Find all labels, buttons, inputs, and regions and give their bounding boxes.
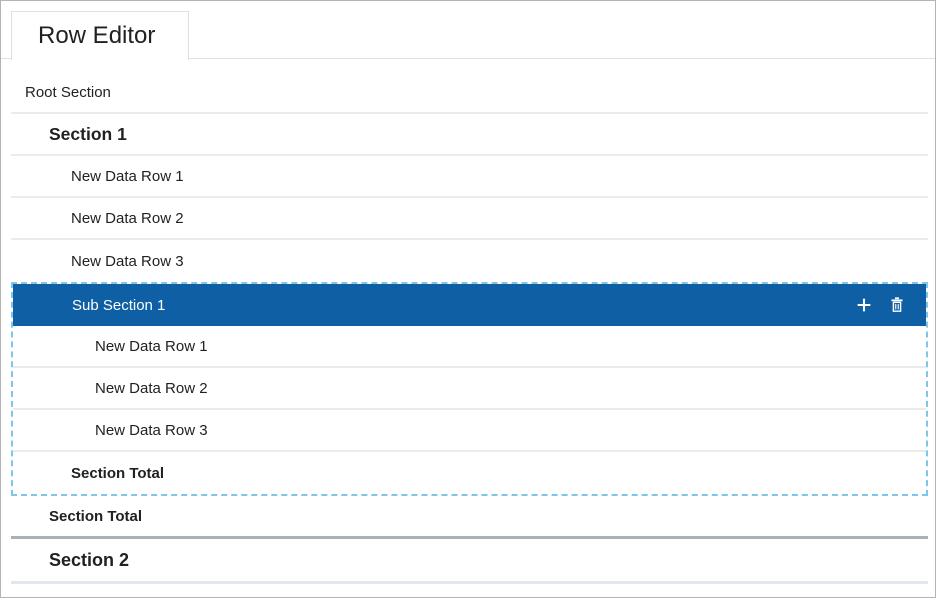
row-subsection1-data-3[interactable]: New Data Row 3 xyxy=(13,410,926,452)
subsection-actions xyxy=(855,296,906,314)
row-label: New Data Row 2 xyxy=(95,379,208,397)
trash-icon xyxy=(891,297,903,312)
delete-subsection-button[interactable] xyxy=(888,296,906,314)
row-section1-data-2[interactable]: New Data Row 2 xyxy=(11,198,928,240)
row-section1-data-1[interactable]: New Data Row 1 xyxy=(11,156,928,198)
row-label: Section 2 xyxy=(49,549,130,570)
tab-row-editor-label: Row Editor xyxy=(38,22,156,49)
row-section-2-header[interactable]: Section 2 xyxy=(11,539,928,584)
row-label: New Data Row 3 xyxy=(71,252,184,270)
row-label: New Data Row 3 xyxy=(95,421,208,439)
row-label: Section 1 xyxy=(49,123,127,144)
row-sub-section-1-header[interactable]: Sub Section 1 xyxy=(13,284,926,326)
add-row-button[interactable] xyxy=(855,296,873,314)
row-root-section[interactable]: Root Section xyxy=(11,72,928,114)
row-subsection1-data-2[interactable]: New Data Row 2 xyxy=(13,368,926,410)
row-section1-data-3[interactable]: New Data Row 3 xyxy=(11,240,928,282)
row-subsection1-data-1[interactable]: New Data Row 1 xyxy=(13,326,926,368)
row-label: Section Total xyxy=(49,507,143,525)
tab-bar: Row Editor xyxy=(1,1,935,60)
row-label: New Data Row 1 xyxy=(95,337,208,355)
row-label: New Data Row 2 xyxy=(71,209,184,227)
tab-row-editor[interactable]: Row Editor xyxy=(11,11,189,60)
row-list: Root Section Section 1 New Data Row 1 Ne… xyxy=(11,59,928,584)
row-label: Sub Section 1 xyxy=(72,296,166,314)
row-section1-total[interactable]: Section Total xyxy=(11,496,928,539)
row-label: Root Section xyxy=(25,83,111,101)
row-subsection1-total[interactable]: Section Total xyxy=(13,452,926,494)
selected-subsection-block: Sub Section 1 xyxy=(11,282,928,496)
row-section-1-header[interactable]: Section 1 xyxy=(11,114,928,156)
row-label: Section Total xyxy=(71,464,165,482)
row-label: New Data Row 1 xyxy=(71,167,184,185)
plus-icon xyxy=(857,298,871,312)
